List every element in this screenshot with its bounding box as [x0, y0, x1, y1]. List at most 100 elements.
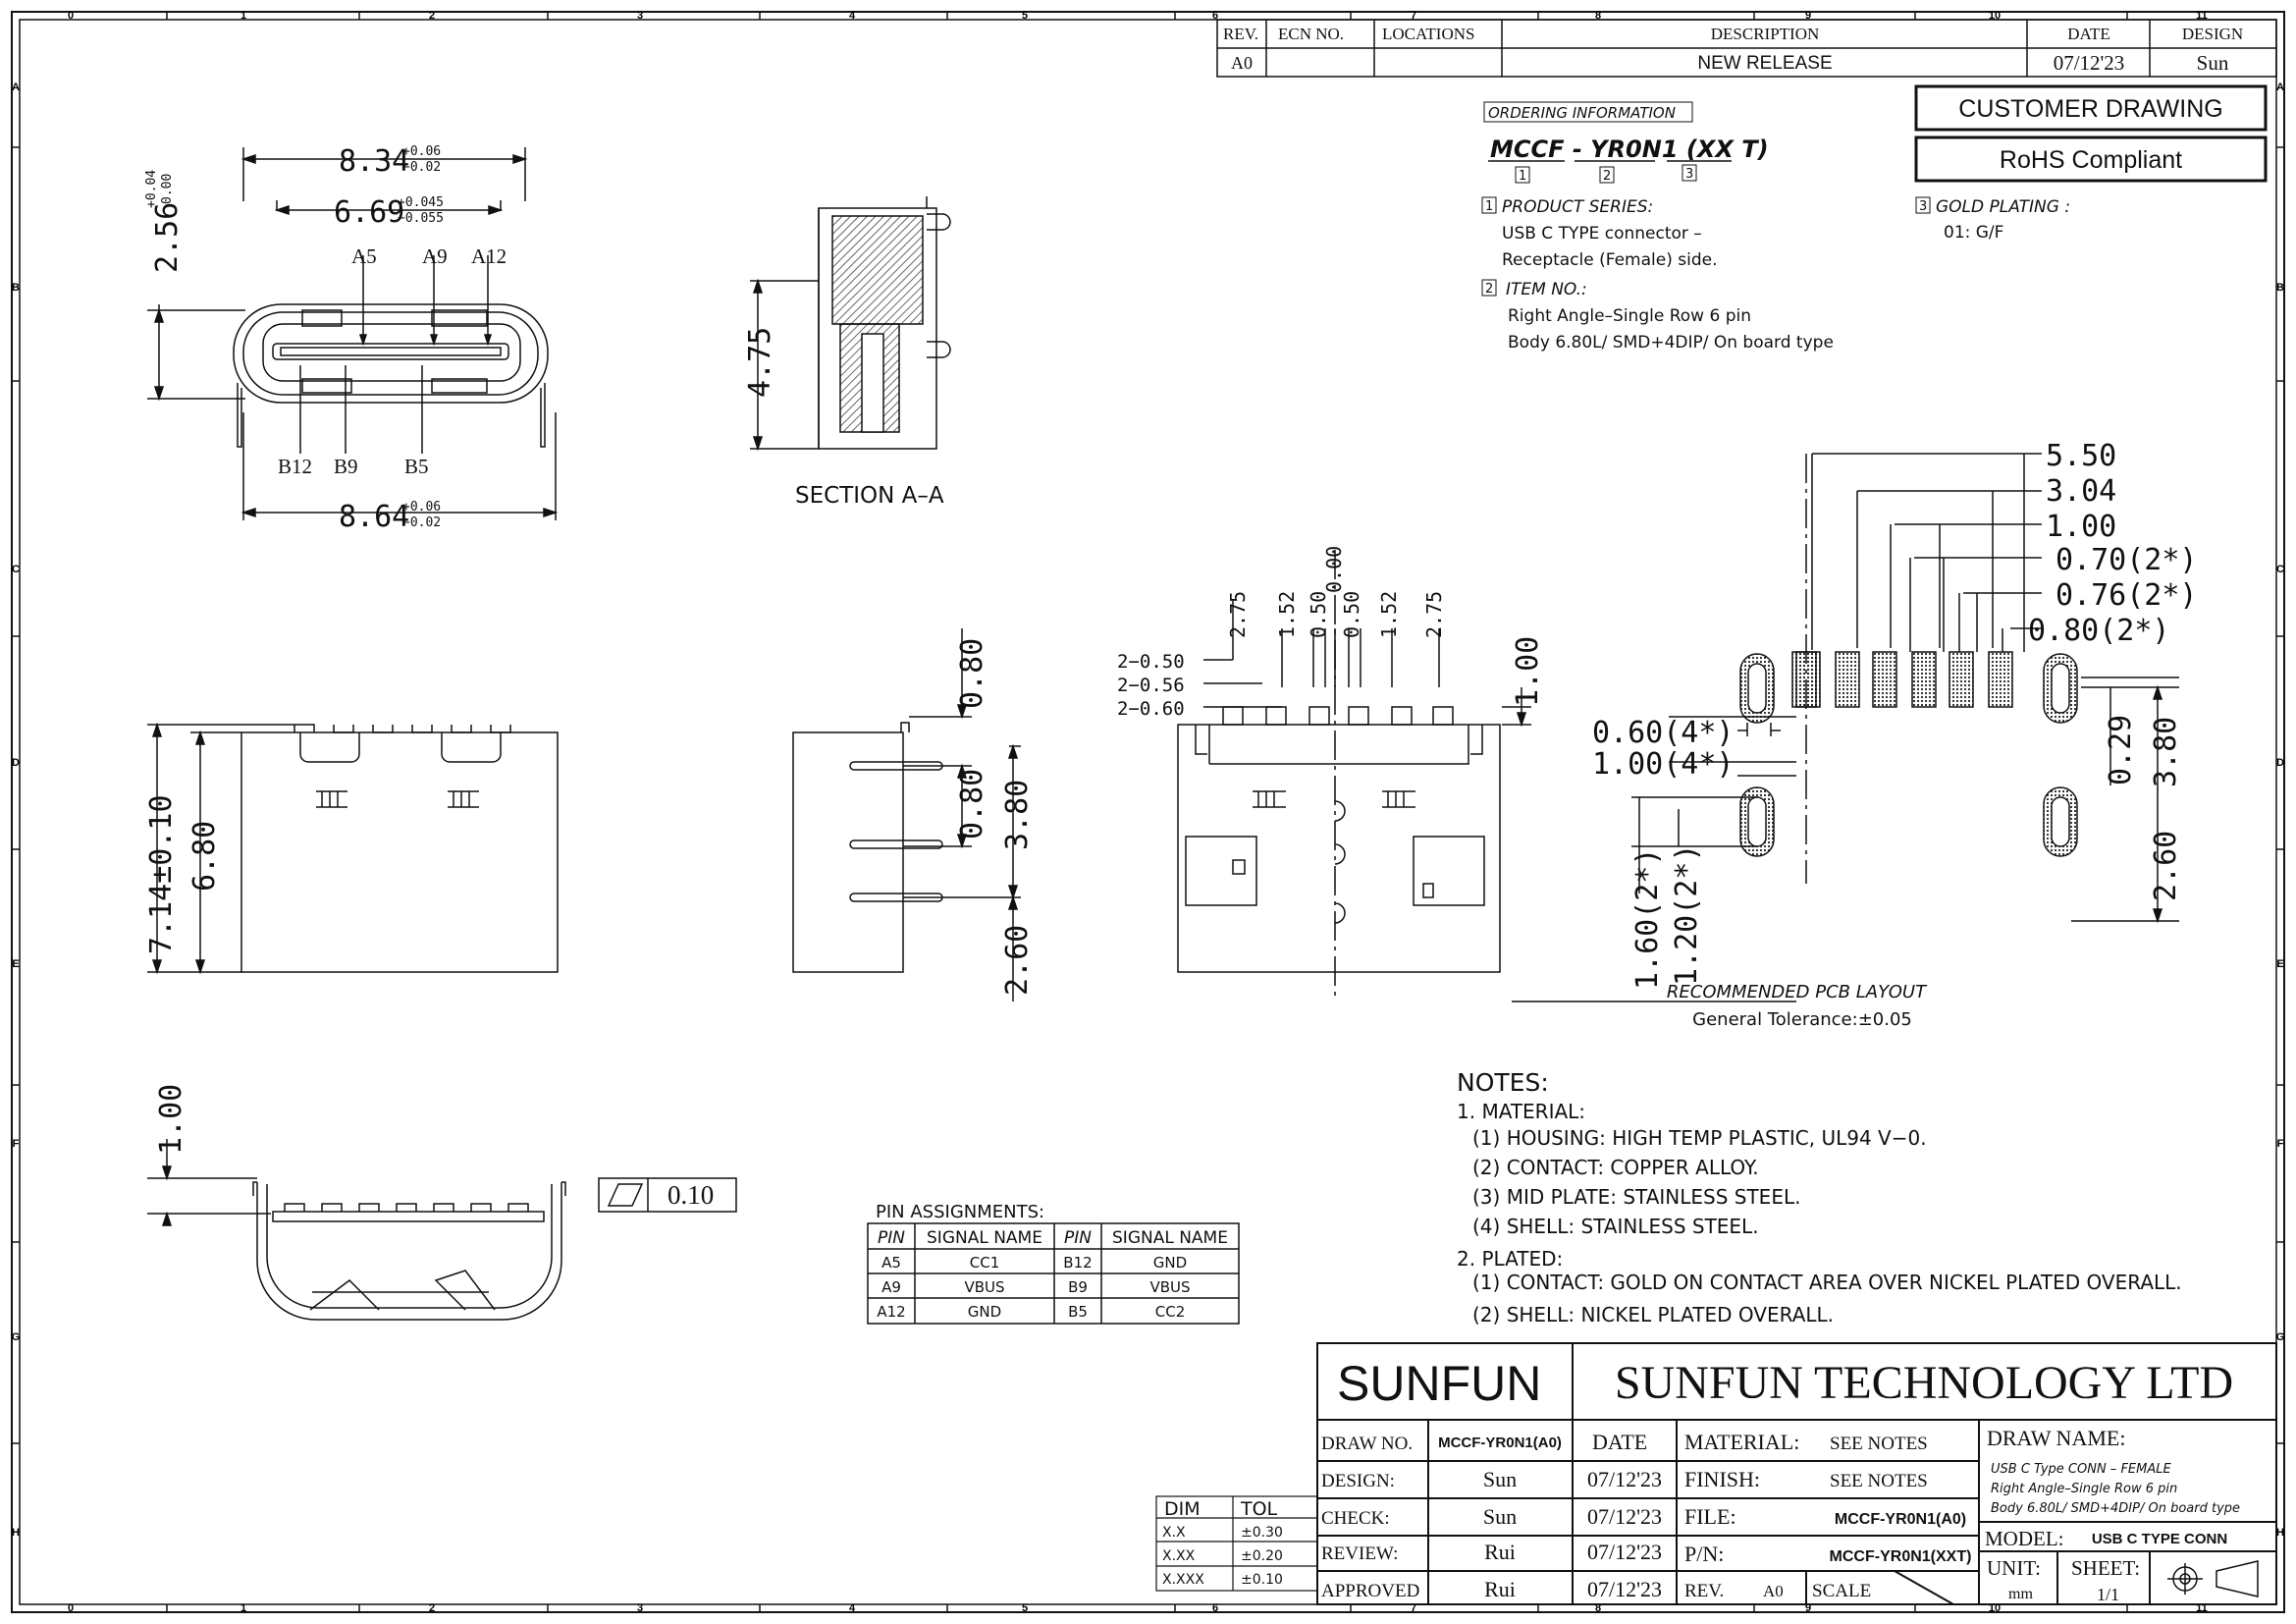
end-dim-1-00: 1.00 — [154, 1084, 188, 1155]
rev-header: REV. — [1223, 25, 1258, 43]
approved-value: Rui — [1484, 1577, 1516, 1601]
pcb-dim-1-60: 1.60(2*) — [1630, 848, 1665, 991]
draw-name-line-1: USB C Type CONN – FEMALE — [1991, 1462, 2171, 1477]
pcb-layout — [1631, 453, 2179, 924]
pcb-dim-0-29: 0.29 — [2104, 715, 2138, 785]
grid-col-label: 5 — [1022, 1602, 1028, 1614]
pcb-tolerance: General Tolerance:±0.05 — [1692, 1009, 1912, 1030]
dim-2-56-tol-plus: +0.04 — [144, 170, 159, 208]
dim-6-69-tol-minus: −0.055 — [398, 211, 444, 226]
pin-table-header: SIGNAL NAME — [927, 1228, 1042, 1248]
note-line-8: (2) SHELL: NICKEL PLATED OVERALL. — [1472, 1303, 1834, 1326]
dim-6-69-tol-plus: +0.045 — [398, 195, 444, 210]
scale-label: SCALE — [1812, 1581, 1871, 1601]
rev-value-tb: A0 — [1763, 1582, 1784, 1600]
revision-table — [1216, 19, 2277, 78]
rev-value: A0 — [1231, 53, 1253, 73]
file-label: FILE: — [1684, 1504, 1736, 1529]
grid-row-label: G — [12, 1331, 21, 1343]
series-line-1: USB C TYPE connector – — [1502, 224, 1702, 244]
grid-col-label: 1 — [240, 1602, 246, 1614]
border-grid-ticks — [12, 12, 2284, 1612]
series-line-2: Receptacle (Female) side. — [1502, 250, 1718, 270]
dim-8-34: 8.34 — [339, 144, 409, 179]
grid-col-label: 2 — [429, 1602, 435, 1614]
design-value: Sun — [2197, 51, 2229, 75]
pcb-dim-0-70: 0.70(2*) — [2056, 543, 2198, 577]
bv-left-0-60: 2−0.60 — [1117, 698, 1185, 720]
grid-row-label: H — [2276, 1527, 2284, 1539]
grid-col-label: 11 — [2196, 10, 2208, 22]
projection-symbol — [2167, 1560, 2259, 1597]
bv-dim-1-00: 1.00 — [1511, 636, 1545, 707]
pin-table-cell: A9 — [881, 1278, 901, 1296]
grid-row-label: D — [2276, 757, 2284, 769]
draw-no-value: MCCF-YR0N1(A0) — [1438, 1435, 1562, 1451]
design-date: 07/12'23 — [1587, 1467, 1662, 1491]
section-a-a — [750, 196, 951, 452]
grid-row-label: C — [12, 564, 20, 575]
outer-border — [11, 11, 2285, 1613]
grid-col-label: 9 — [1805, 10, 1811, 22]
note-line-1: 1. MATERIAL: — [1457, 1100, 1585, 1123]
pin-table-header: PIN — [878, 1228, 905, 1248]
description-value: NEW RELEASE — [1697, 53, 1832, 74]
side-dim-3-80: 3.80 — [1000, 780, 1035, 850]
marker-2: 2 — [1603, 169, 1611, 184]
bv-left-0-56: 2−0.56 — [1117, 675, 1185, 696]
material-label: MATERIAL: — [1684, 1430, 1799, 1454]
grid-col-label: 2 — [429, 10, 435, 22]
note-line-7: (1) CONTACT: GOLD ON CONTACT AREA OVER N… — [1472, 1271, 2182, 1294]
grid-col-label: 7 — [1411, 1602, 1416, 1614]
pin-table-cell: B5 — [1068, 1303, 1088, 1321]
grid-col-label: 0 — [68, 1602, 74, 1614]
inner-border — [19, 19, 2277, 1605]
grid-col-label: 0 — [68, 10, 74, 22]
finish-label: FINISH: — [1684, 1467, 1760, 1491]
note-line-3: (2) CONTACT: COPPER ALLOY. — [1472, 1156, 1759, 1179]
draw-name-label: DRAW NAME: — [1987, 1426, 2125, 1450]
grid-col-label: 6 — [1212, 1602, 1218, 1614]
side-dim-0-80-top: 0.80 — [955, 638, 989, 709]
side-view — [792, 628, 1021, 1001]
ecn-header: ECN NO. — [1278, 25, 1344, 43]
bv-left-0-50: 2−0.50 — [1117, 651, 1185, 673]
grid-row-label: E — [12, 958, 19, 970]
sheet-label: SHEET: — [2071, 1556, 2140, 1580]
tol-row-2-tol: ±0.20 — [1241, 1548, 1283, 1564]
dim-6-80: 6.80 — [187, 821, 222, 892]
tol-row-1-tol: ±0.30 — [1241, 1525, 1283, 1541]
tolerance-table — [1155, 1495, 1318, 1592]
draw-no-label: DRAW NO. — [1321, 1434, 1413, 1454]
grid-row-label: A — [2276, 81, 2284, 93]
bv-top-label: 1.52 — [1377, 591, 1401, 638]
sunfun-logo: SUNFUN — [1337, 1356, 1541, 1411]
pcb-dim-5-50: 5.50 — [2046, 439, 2116, 473]
item-label: ITEM NO.: — [1506, 280, 1587, 299]
grid-row-label: D — [12, 757, 20, 769]
grid-col-label: 3 — [637, 1602, 643, 1614]
dim-2-56-tol-minus: 0.00 — [160, 174, 175, 204]
title-block — [1316, 1342, 2277, 1605]
grid-row-label: E — [2276, 958, 2283, 970]
draw-name-line-3: Body 6.80L/ SMD+4DIP/ On board type — [1991, 1501, 2240, 1516]
pcb-dim-2-60: 2.60 — [2149, 831, 2183, 901]
tol-row-3-dim: X.XXX — [1162, 1572, 1204, 1588]
dim-4-75: 4.75 — [743, 327, 777, 398]
review-label: REVIEW: — [1321, 1543, 1398, 1564]
rev-label: REV. — [1684, 1581, 1724, 1601]
check-value: Sun — [1483, 1504, 1517, 1529]
dim-8-64-tol-minus: −0.02 — [402, 515, 441, 530]
dim-8-64-tol-plus: +0.06 — [402, 500, 441, 514]
plating-label: GOLD PLATING : — [1936, 197, 2070, 217]
grid-row-label: H — [12, 1527, 20, 1539]
pin-table-cell: VBUS — [964, 1278, 1004, 1296]
pcb-title: RECOMMENDED PCB LAYOUT — [1667, 982, 1928, 1002]
model-value: USB C TYPE CONN — [2092, 1531, 2227, 1547]
grid-col-label: 3 — [637, 10, 643, 22]
svg-text:1: 1 — [1485, 199, 1493, 214]
grid-col-label: 5 — [1022, 10, 1028, 22]
design-header: DESIGN — [2182, 25, 2243, 43]
pin-label-b9: B9 — [334, 455, 358, 478]
